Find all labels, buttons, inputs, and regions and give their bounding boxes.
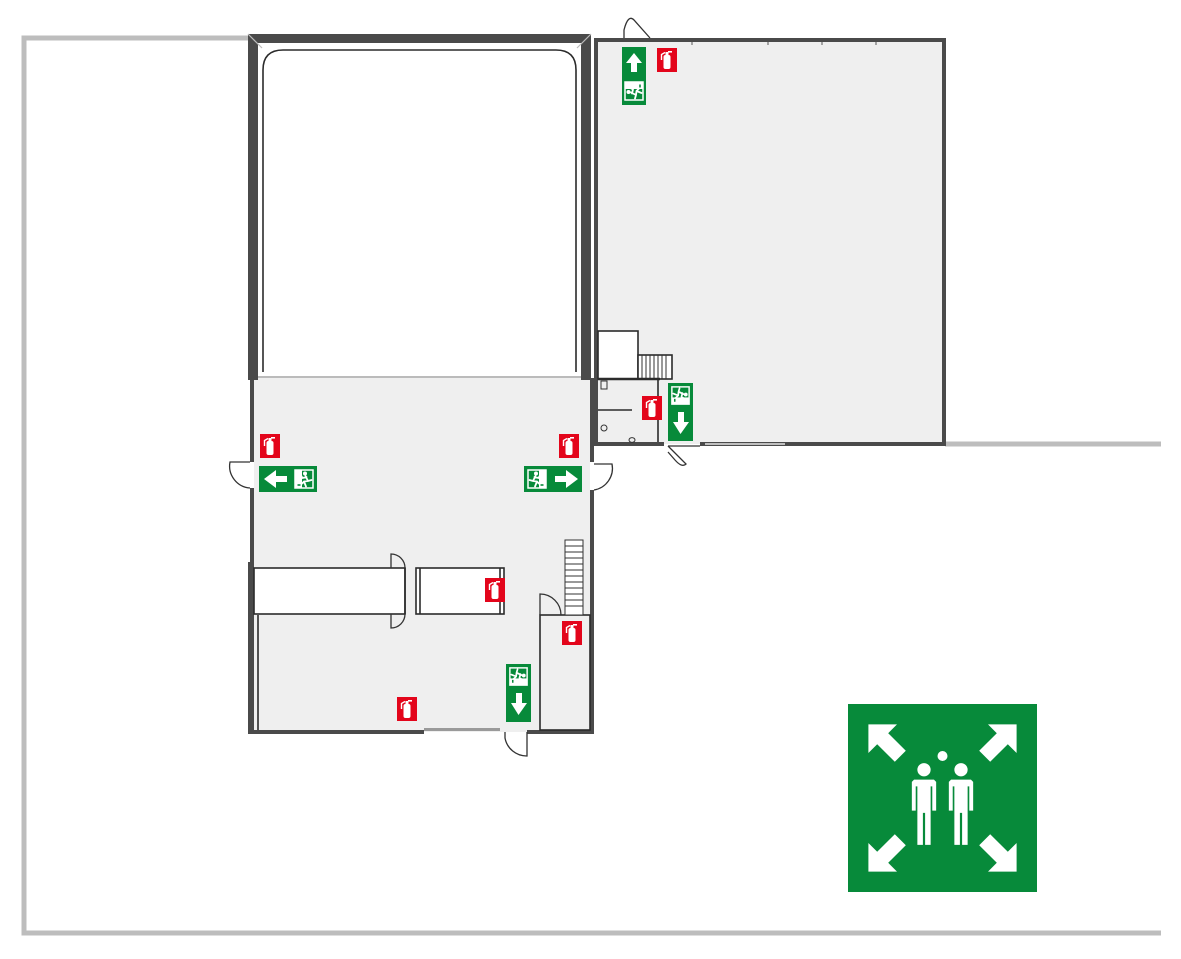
exit-sign-right [524, 466, 582, 492]
exit-sign-up [622, 47, 646, 105]
exit-sign-down-right-building [668, 383, 693, 441]
emergency-exit-running-man-icon [292, 467, 316, 491]
emergency-exit-running-man-icon [669, 384, 692, 407]
fire-extinguisher-icon [558, 434, 580, 458]
emergency-exit-running-man-icon [507, 665, 530, 688]
emergency-exit-running-man-icon [622, 79, 646, 103]
exit-sign-down-left-building [506, 664, 531, 722]
assembly-point-sign [848, 704, 1037, 892]
exit-signs [259, 47, 693, 722]
exit-sign-left [259, 466, 317, 492]
building-left [228, 33, 614, 757]
fire-extinguisher-icon [396, 697, 418, 721]
fire-extinguisher-icon [561, 621, 583, 645]
fire-extinguisher-icon [484, 578, 506, 602]
building-right [594, 17, 946, 466]
stairs-right [641, 355, 667, 379]
fire-extinguisher-icon [641, 396, 663, 420]
fire-extinguisher-icon [656, 48, 678, 72]
assembly-point-icon [868, 724, 1017, 872]
emergency-exit-running-man-icon [525, 467, 549, 491]
fire-extinguisher-icon [259, 434, 281, 458]
site-boundary [21, 35, 1161, 936]
stairs-left [564, 539, 584, 616]
